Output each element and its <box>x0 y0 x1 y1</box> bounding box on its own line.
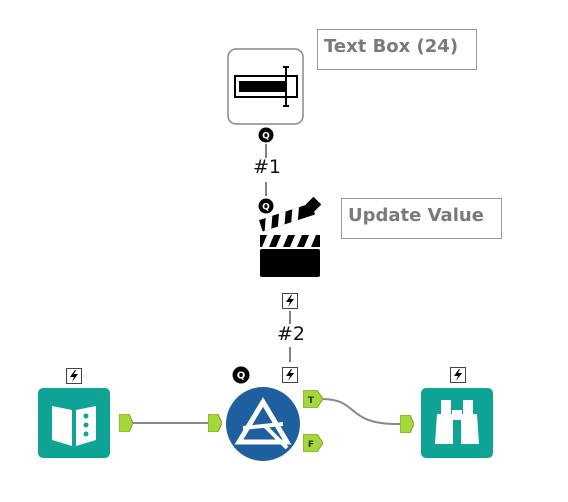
svg-text:Q: Q <box>262 203 270 213</box>
question-anchor-icon[interactable]: Q <box>232 366 250 384</box>
question-anchor-icon[interactable]: Q <box>258 198 274 214</box>
text-box-tool[interactable] <box>227 48 304 125</box>
browse-tool[interactable] <box>421 388 493 458</box>
macro-input-tool[interactable] <box>38 388 110 458</box>
binoculars-icon <box>421 388 493 458</box>
question-anchor-icon[interactable]: Q <box>258 127 274 143</box>
filter-triangle-icon <box>226 387 300 461</box>
svg-text:T: T <box>308 396 315 406</box>
svg-text:F: F <box>308 440 314 450</box>
lightning-icon[interactable] <box>450 367 466 383</box>
filter-tool[interactable] <box>225 386 301 462</box>
lightning-icon[interactable] <box>282 293 298 309</box>
input-anchor-icon[interactable] <box>400 415 414 433</box>
text-box-annotation: Text Box (24) <box>317 29 477 70</box>
lightning-icon[interactable] <box>282 367 298 383</box>
macro-input-book-icon <box>38 388 110 458</box>
lightning-icon[interactable] <box>66 368 82 384</box>
false-anchor-icon[interactable]: F <box>303 434 323 452</box>
connection-label-1: #1 <box>253 156 282 178</box>
svg-text:Q: Q <box>237 371 246 382</box>
action-tool[interactable] <box>252 195 332 280</box>
true-anchor-icon[interactable]: T <box>303 390 323 408</box>
action-annotation: Update Value <box>341 198 502 239</box>
connection-label-2: #2 <box>277 323 306 345</box>
text-box-icon <box>227 48 304 125</box>
input-anchor-icon[interactable] <box>208 414 222 432</box>
clapperboard-icon <box>259 196 322 277</box>
output-anchor-icon[interactable] <box>119 414 133 432</box>
svg-text:Q: Q <box>262 132 270 142</box>
filter-true-to-browse-connection <box>321 398 401 426</box>
